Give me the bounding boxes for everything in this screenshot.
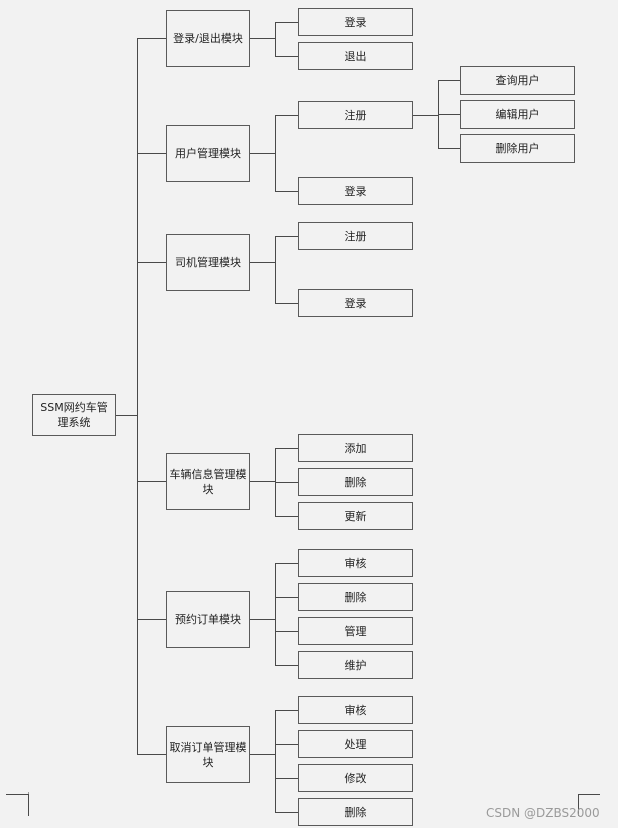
page-corner-right-v bbox=[577, 794, 579, 816]
sub-connector bbox=[438, 148, 460, 149]
module-connector bbox=[137, 481, 166, 482]
page-corner-bottom-left bbox=[6, 792, 29, 814]
module-to-children-line bbox=[250, 754, 275, 755]
function-node: 修改 bbox=[298, 764, 413, 792]
sub-function-node: 编辑用户 bbox=[460, 100, 575, 129]
sub-connector bbox=[438, 114, 460, 115]
function-node: 添加 bbox=[298, 434, 413, 462]
sub-function-node: 查询用户 bbox=[460, 66, 575, 95]
child-connector bbox=[275, 630, 298, 632]
module-to-children-line bbox=[250, 262, 275, 263]
page-corner-right-h bbox=[578, 793, 600, 795]
child-connector bbox=[275, 447, 298, 449]
function-node: 退出 bbox=[298, 42, 413, 70]
sub-connector bbox=[438, 80, 460, 81]
sub-function-node: 删除用户 bbox=[460, 134, 575, 163]
register-to-sub-line bbox=[413, 114, 438, 116]
child-connector bbox=[275, 21, 298, 23]
module-connector bbox=[137, 153, 166, 154]
module-node: 取消订单管理模块 bbox=[166, 726, 250, 783]
child-connector bbox=[275, 235, 298, 237]
function-node: 登录 bbox=[298, 8, 413, 36]
module-connector bbox=[137, 262, 166, 263]
function-node: 登录 bbox=[298, 289, 413, 317]
children-bus bbox=[274, 115, 276, 191]
function-node: 管理 bbox=[298, 617, 413, 645]
child-connector bbox=[275, 777, 298, 779]
module-connector bbox=[137, 619, 166, 620]
child-connector bbox=[275, 562, 298, 564]
root-node: SSM网约车管理系统 bbox=[32, 394, 116, 436]
watermark: CSDN @DZBS2000 bbox=[486, 806, 600, 820]
module-to-children-line bbox=[250, 481, 275, 482]
child-connector bbox=[275, 709, 298, 711]
child-connector bbox=[275, 743, 298, 745]
module-node: 用户管理模块 bbox=[166, 125, 250, 182]
child-connector bbox=[275, 55, 298, 57]
module-to-children-line bbox=[250, 38, 275, 39]
function-node: 审核 bbox=[298, 696, 413, 724]
module-to-children-line bbox=[250, 619, 275, 620]
function-node: 处理 bbox=[298, 730, 413, 758]
child-connector bbox=[275, 190, 298, 192]
module-connector bbox=[137, 38, 166, 39]
function-node: 更新 bbox=[298, 502, 413, 530]
child-connector bbox=[275, 664, 298, 666]
module-to-children-line bbox=[250, 153, 275, 154]
module-node: 司机管理模块 bbox=[166, 234, 250, 291]
main-spine bbox=[136, 38, 138, 755]
module-node: 登录/退出模块 bbox=[166, 10, 250, 67]
page-corner-left-v bbox=[27, 794, 29, 816]
child-connector bbox=[275, 515, 298, 517]
child-connector bbox=[275, 302, 298, 304]
function-node: 维护 bbox=[298, 651, 413, 679]
child-connector bbox=[275, 596, 298, 598]
function-node: 删除 bbox=[298, 798, 413, 826]
child-connector bbox=[275, 811, 298, 813]
children-bus bbox=[274, 710, 276, 812]
function-node: 登录 bbox=[298, 177, 413, 205]
child-connector bbox=[275, 114, 298, 116]
children-bus bbox=[274, 563, 276, 665]
children-bus bbox=[274, 22, 276, 56]
page-corner-left-h bbox=[6, 793, 28, 795]
child-connector bbox=[275, 481, 298, 483]
module-node: 车辆信息管理模块 bbox=[166, 453, 250, 510]
children-bus bbox=[274, 236, 276, 303]
root-connector bbox=[116, 414, 137, 416]
function-node: 删除 bbox=[298, 468, 413, 496]
function-node: 注册 bbox=[298, 101, 413, 129]
module-node: 预约订单模块 bbox=[166, 591, 250, 648]
module-connector bbox=[137, 754, 166, 755]
function-node: 审核 bbox=[298, 549, 413, 577]
function-node: 注册 bbox=[298, 222, 413, 250]
function-node: 删除 bbox=[298, 583, 413, 611]
